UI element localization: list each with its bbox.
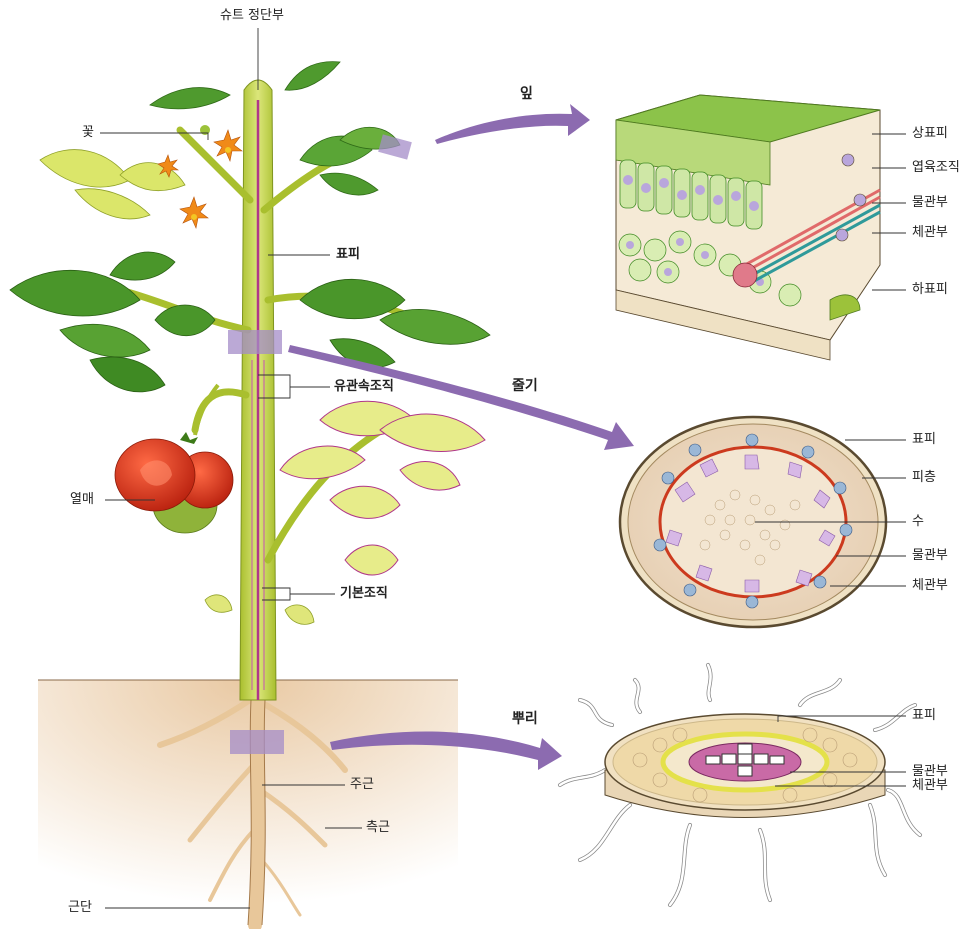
label-leaf-xylem: 물관부	[912, 195, 948, 211]
label-leaf-phloem: 체관부	[912, 225, 948, 241]
label-pith: 수	[912, 514, 924, 530]
leaves-yellow-left	[40, 150, 185, 219]
root-cross-section	[560, 665, 920, 905]
label-lateral-root: 측근	[366, 820, 390, 836]
label-root-phloem: 체관부	[912, 778, 948, 794]
label-fruit: 열매	[70, 492, 94, 508]
stem-title: 줄기	[512, 375, 538, 395]
leaf-title: 잎	[520, 83, 533, 103]
label-cortex: 피층	[912, 470, 936, 486]
tomatoes	[115, 385, 233, 533]
leaves-lower-right	[280, 401, 485, 575]
label-flower: 꽃	[82, 125, 94, 141]
label-stem-epidermis: 표피	[912, 432, 936, 448]
label-stem-xylem: 물관부	[912, 548, 948, 564]
label-upper-epidermis: 상표피	[912, 126, 948, 142]
label-root-cap: 근단	[68, 900, 92, 916]
label-epidermis: 표피	[336, 247, 360, 263]
main-stem	[240, 80, 276, 700]
label-taproot: 주근	[350, 777, 374, 793]
leaves-upper	[150, 62, 400, 195]
label-ground-tissue: 기본조직	[340, 586, 388, 602]
label-mesophyll: 엽육조직	[912, 160, 960, 176]
label-vascular: 유관속조직	[334, 379, 394, 395]
root-title: 뿌리	[512, 708, 538, 728]
label-shoot-apex: 슈트 정단부	[220, 8, 284, 24]
soil	[38, 680, 458, 929]
label-root-epidermis: 표피	[912, 708, 936, 724]
label-stem-phloem: 체관부	[912, 578, 948, 594]
leaf-cross-section	[616, 95, 880, 360]
label-lower-epidermis: 하표피	[912, 282, 948, 298]
